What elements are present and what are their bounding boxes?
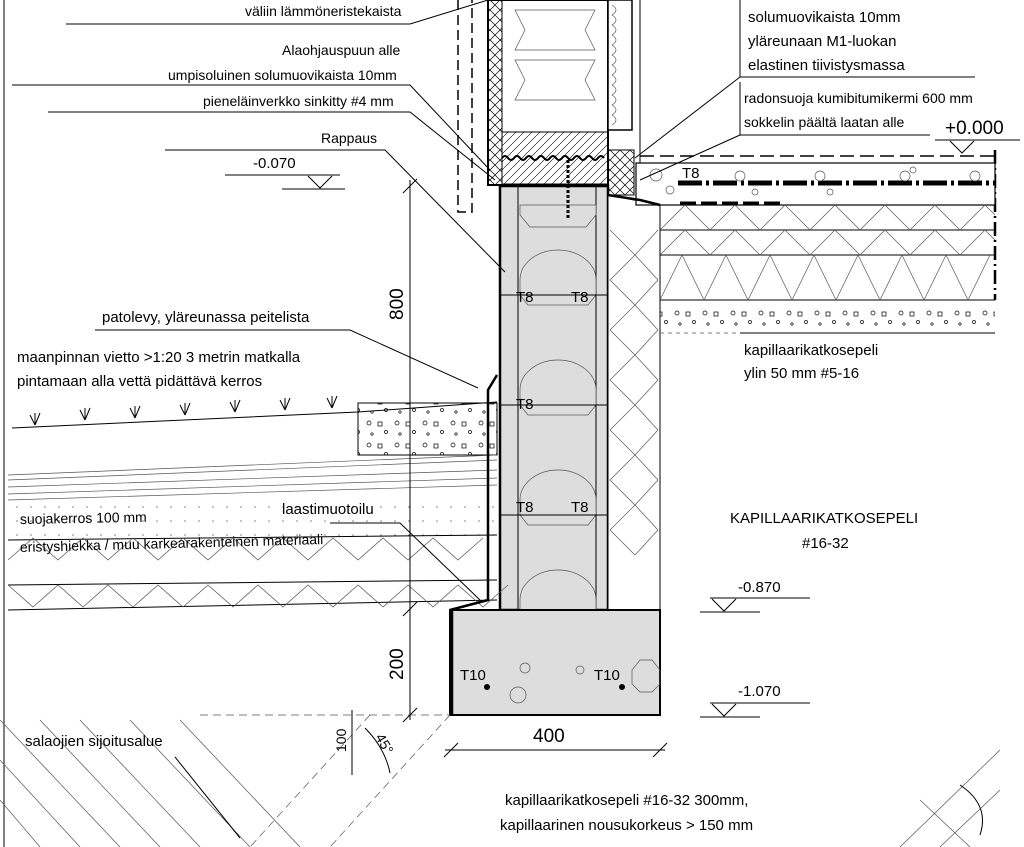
label-capillary-1: kapillaarikatkosepeli <box>744 342 878 359</box>
rebar-footing-r: T10 <box>594 667 620 684</box>
dimensions: 800 200 400 100 45° <box>333 178 668 775</box>
label-sill-1: Alaohjauspuun alle <box>282 42 401 58</box>
rebar-footing-l: T10 <box>460 667 486 684</box>
subgrade-layers <box>659 204 996 334</box>
label-capillary-big-2: #16-32 <box>802 535 849 552</box>
label-board: patolevy, yläreunassa peitelista <box>102 309 310 326</box>
rebar-slab: T8 <box>682 165 700 182</box>
timber-wall <box>487 0 641 196</box>
label-slope-1: maanpinnan vietto >1:20 3 metrin matkall… <box>17 349 301 366</box>
level-footing-bottom: -1.070 <box>738 683 781 700</box>
ground-layers <box>7 374 509 715</box>
rebar-labels: T8 T8 T8 T8 T8 T8 T10 T10 <box>460 165 700 684</box>
label-render: Rappaus <box>321 130 377 146</box>
rebar-3r: T8 <box>571 499 589 516</box>
label-slope-2: pintamaan alla vettä pidättävä kerros <box>17 373 262 390</box>
annotations: väliin lämmöneristekaista Alaohjauspuun … <box>17 3 973 834</box>
label-bottom-1: kapillaarikatkosepeli #16-32 300mm, <box>505 792 748 809</box>
label-radon-2: sokkelin päältä laatan alle <box>744 114 905 130</box>
rebar-3l: T8 <box>516 499 534 516</box>
label-radon-1: radonsuoja kumibitumikermi 600 mm <box>744 90 973 106</box>
block-wall <box>498 160 610 612</box>
drain-depth-dim: 100 <box>333 728 349 752</box>
label-protect-2: eristyshiekka / muu karkearakenteinen ma… <box>20 531 324 555</box>
label-drain-area: salaojien sijoitusalue <box>25 733 163 750</box>
label-mortar: laastimuotoilu <box>282 501 374 518</box>
label-mesh: pieneläinverkko sinkitty #4 mm <box>203 93 394 109</box>
label-foam-3: elastinen tiivistysmassa <box>748 57 905 74</box>
drainage-area <box>0 714 1001 847</box>
rebar-1r: T8 <box>571 289 589 306</box>
footing-height-dim: 200 <box>387 648 408 680</box>
level-floor: +0.000 <box>945 118 1004 139</box>
label-capillary-2: ylin 50 mm #5-16 <box>744 365 859 382</box>
level-markers: -0.070 +0.000 -0.870 -1.070 <box>225 118 1020 718</box>
rebar-1l: T8 <box>516 289 534 306</box>
level-footing-top: -0.870 <box>738 579 781 596</box>
footing-width-dim: 400 <box>533 726 565 747</box>
label-insulation-strip: väliin lämmöneristekaista <box>245 3 402 19</box>
label-foam-2: yläreunaan M1-luokan <box>748 33 896 50</box>
level-ground: -0.070 <box>253 155 296 172</box>
label-sill-2: umpisoluinen solumuovikaista 10mm <box>168 67 397 83</box>
footing <box>449 609 661 716</box>
angle-dim: 45° <box>372 731 396 757</box>
floor-slab <box>607 155 996 207</box>
label-bottom-2: kapillaarinen nousukorkeus > 150 mm <box>500 817 753 834</box>
label-capillary-big-1: KAPILLAARIKATKOSEPELI <box>730 510 918 527</box>
rebar-2: T8 <box>516 396 534 413</box>
wall-height-dim: 800 <box>387 288 408 320</box>
label-protect-1: suojakerros 100 mm <box>20 509 147 527</box>
label-foam-1: solumuovikaista 10mm <box>748 9 901 26</box>
